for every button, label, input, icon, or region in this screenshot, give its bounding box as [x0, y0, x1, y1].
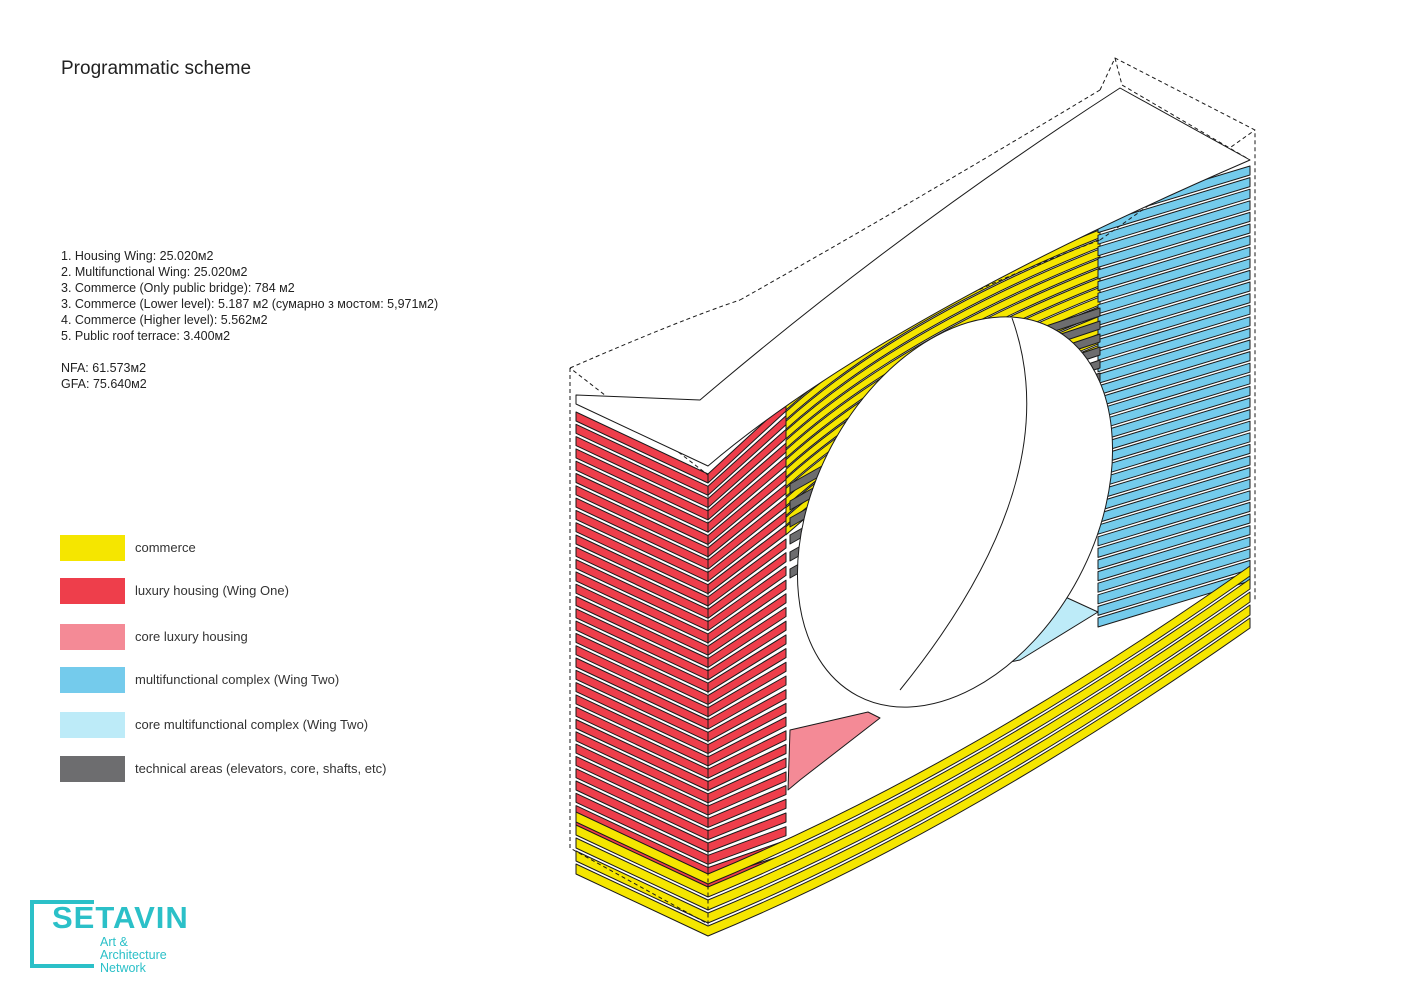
- setavin-logo: SETAVIN Art & Architecture Network: [30, 898, 190, 978]
- logo-wordmark: SETAVIN: [52, 900, 189, 936]
- logo-sub-line: Network: [100, 962, 167, 975]
- housing-wing-side-face: [708, 402, 786, 889]
- envelope-edge: [570, 300, 740, 368]
- core-luxury-housing-area: [788, 712, 880, 790]
- multifunctional-wing-bands: [1098, 166, 1250, 627]
- housing-wing-front-face: [576, 412, 708, 889]
- logo-subtitle: Art & Architecture Network: [100, 936, 167, 975]
